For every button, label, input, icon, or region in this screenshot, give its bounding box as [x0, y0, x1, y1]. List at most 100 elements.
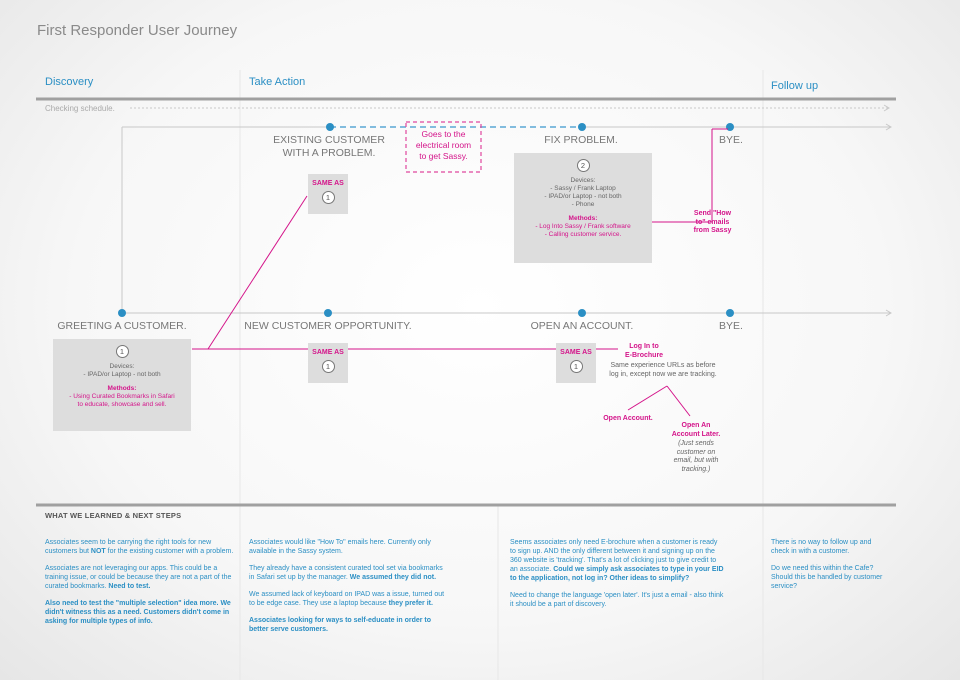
learned-paragraph: Do we need this within the Cafe? Should … — [771, 565, 883, 590]
stage-label-line: WITH A PROBLEM. — [282, 147, 376, 159]
arrow-head — [883, 104, 890, 112]
learned-column-follow-up: There is no way to follow up and check i… — [771, 538, 891, 599]
callout-line: Goes to the — [421, 129, 466, 139]
same-as-box-new: SAME AS 1 — [308, 343, 348, 383]
text-run-bold: Need to test. — [108, 583, 151, 590]
phase-take-action: Take Action — [249, 76, 306, 88]
learned-paragraph: Seems associates only need E-brochure wh… — [510, 538, 725, 583]
annotation-line: Open An — [681, 422, 711, 429]
learned-paragraph: We assumed lack of keyboard on IPAD was … — [249, 590, 447, 608]
same-as-box-existing: SAME AS 1 — [308, 174, 348, 214]
device-item: - Sassy / Frank Laptop — [550, 185, 616, 192]
device-item: - IPAD/or Laptop - not both — [544, 193, 622, 200]
learned-paragraph: Also need to test the "multiple selectio… — [45, 599, 235, 626]
step-number-badge: 1 — [321, 191, 335, 204]
methods-label: Methods: — [568, 215, 598, 222]
stage-dot — [324, 309, 332, 317]
flow-connector — [666, 385, 691, 417]
text-run-bold: Associates looking for ways to self-educ… — [249, 617, 432, 633]
method-item: - Calling customer service. — [544, 231, 622, 238]
learned-paragraph: Associates looking for ways to self-educ… — [249, 616, 447, 634]
step-number-badge: 1 — [321, 360, 335, 373]
device-item: - IPAD/or Laptop - not both — [83, 371, 161, 378]
annotation-open-account: Open Account. — [603, 415, 653, 422]
stage-new-opportunity: NEW CUSTOMER OPPORTUNITY. — [244, 320, 412, 332]
same-as-label: SAME AS — [312, 180, 344, 187]
learned-paragraph: They already have a consistent curated t… — [249, 564, 447, 582]
flow-connector — [207, 195, 308, 350]
annotation-open-later: Open An Account Later. — [668, 422, 724, 439]
same-as-box-open-account: SAME AS 1 — [556, 343, 596, 383]
method-item: to educate, showcase and sell. — [77, 401, 167, 408]
annotation-line: E-Brochure — [624, 351, 664, 359]
annotation-line: (Just sends — [678, 440, 714, 447]
annotation-line: tracking.) — [681, 465, 711, 473]
annotation-login-ebrochure: Log In to E-Brochure — [620, 343, 668, 360]
annotation-open-later-note: (Just sends customer on email, but with … — [668, 440, 724, 474]
stage-bye-top: BYE. — [719, 134, 743, 146]
stage-fix-problem: FIX PROBLEM. — [544, 134, 618, 146]
arrow-head — [885, 123, 892, 131]
flow-connector — [627, 385, 668, 411]
method-item: - Log Into Sassy / Frank software — [535, 223, 631, 230]
fix-step-box: 2 Devices: - Sassy / Frank Laptop - IPAD… — [514, 153, 652, 263]
annotation-line: customer on — [676, 448, 716, 456]
page-title: First Responder User Journey — [37, 22, 238, 39]
text-run: Seems associates only need E-brochure wh… — [510, 539, 718, 573]
annotation-line: Log In to — [629, 343, 659, 350]
learned-paragraph: Associates would like "How To" emails he… — [249, 539, 431, 555]
annotation-login-note: Same experience URLs as before log in, e… — [598, 362, 728, 379]
stage-open-account: OPEN AN ACCOUNT. — [530, 320, 634, 332]
stage-dot — [118, 309, 126, 317]
annotation-line: log in, except now we are tracking. — [609, 370, 717, 378]
phase-discovery: Discovery — [45, 76, 94, 88]
arrow-head — [885, 309, 892, 317]
callout-line: to get Sassy. — [419, 151, 468, 161]
method-item: - Using Curated Bookmarks in Safari — [69, 393, 175, 400]
annotation-line: email, but with — [673, 457, 719, 464]
stage-dot — [726, 309, 734, 317]
text-run: Associates seem to be carrying the right… — [45, 539, 212, 555]
annotation-line: from Sassy — [693, 227, 732, 234]
annotation-line: Same experience URLs as before — [610, 362, 716, 369]
learned-paragraph: There is no way to follow up and check i… — [771, 539, 872, 555]
devices-label: Devices: — [570, 177, 596, 184]
learned-heading: WHAT WE LEARNED & NEXT STEPS — [45, 511, 182, 520]
callout-line: electrical room — [415, 140, 472, 150]
text-run-bold: NOT — [90, 548, 106, 555]
stage-existing-customer: EXISTING CUSTOMER WITH A PROBLEM. — [258, 134, 400, 160]
annotation-send-howto: Send "How to" emails from Sassy — [685, 210, 740, 236]
learned-column-take-action: Associates would like "How To" emails he… — [249, 538, 447, 642]
learned-paragraph: Associates seem to be carrying the right… — [45, 538, 235, 556]
text-run: We assumed lack of keyboard on IPAD was … — [249, 591, 445, 607]
text-run: for the existing customer with a problem… — [105, 548, 234, 555]
step-number-badge: 1 — [115, 345, 129, 358]
device-item: - Phone — [571, 201, 595, 208]
learned-column-open-account: Seems associates only need E-brochure wh… — [510, 538, 725, 617]
stage-dot — [578, 123, 586, 131]
annotation-line: to" emails — [695, 218, 730, 226]
learned-paragraph: Associates are not leveraging our apps. … — [45, 564, 235, 591]
text-run-bold: they prefer it. — [388, 600, 433, 607]
stage-bye-bottom: BYE. — [719, 320, 743, 332]
text-run-bold: We assumed they did not. — [349, 574, 437, 581]
text-run: They already have a consistent curated t… — [249, 565, 443, 581]
text-run-bold: Also need to test the "multiple selectio… — [45, 600, 231, 625]
checking-schedule-label: Checking schedule. — [45, 104, 115, 113]
stage-dot — [326, 123, 334, 131]
step-number-badge: 2 — [576, 159, 590, 172]
learned-paragraph: Need to change the language 'open later'… — [510, 592, 724, 608]
annotation-line: Account Later. — [671, 430, 721, 438]
devices-label: Devices: — [109, 363, 135, 370]
stage-label-line: EXISTING CUSTOMER — [273, 134, 385, 146]
learned-column-discovery: Associates seem to be carrying the right… — [45, 538, 235, 634]
step-number-badge: 1 — [569, 360, 583, 373]
callout-text: Goes to the electrical room to get Sassy… — [406, 129, 481, 162]
callout-box — [405, 121, 482, 173]
phase-follow-up: Follow up — [771, 80, 819, 92]
annotation-line: Send "How — [693, 210, 732, 217]
methods-label: Methods: — [107, 385, 137, 392]
text-run: Associates are not leveraging our apps. … — [45, 565, 232, 590]
same-as-label: SAME AS — [560, 349, 592, 356]
